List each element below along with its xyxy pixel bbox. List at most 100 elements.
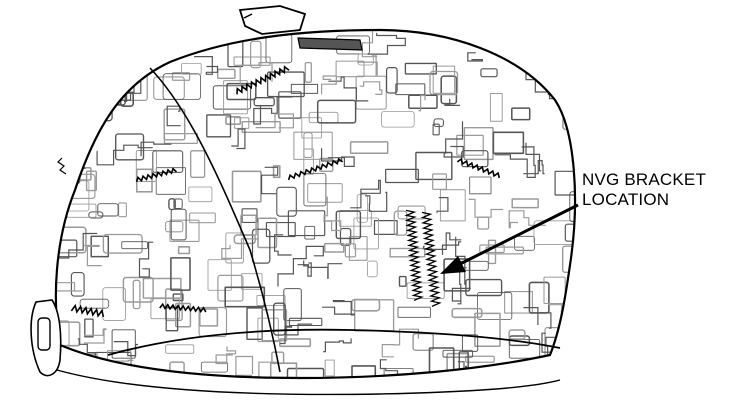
camo-block bbox=[479, 244, 505, 254]
camo-block bbox=[465, 278, 503, 297]
camo-block bbox=[560, 308, 575, 323]
camo-contour bbox=[508, 210, 546, 229]
camo-block bbox=[142, 277, 182, 299]
camo-block bbox=[373, 220, 398, 235]
camo-block bbox=[200, 361, 229, 373]
camo-block bbox=[278, 91, 302, 119]
camo-block bbox=[395, 83, 426, 96]
camo-contour bbox=[467, 52, 483, 62]
camo-block bbox=[283, 288, 302, 322]
camo-block bbox=[568, 349, 575, 378]
camo-block bbox=[168, 198, 176, 211]
camo-contour bbox=[455, 361, 467, 378]
camo-block bbox=[111, 329, 136, 359]
camo-block bbox=[240, 214, 257, 236]
camo-block bbox=[212, 85, 252, 110]
camo-block bbox=[344, 243, 357, 258]
camo-block bbox=[552, 30, 571, 47]
camo-block bbox=[536, 364, 547, 378]
camo-block bbox=[487, 239, 497, 265]
camo-block bbox=[304, 225, 316, 240]
camo-block bbox=[165, 344, 195, 354]
camo-contour bbox=[215, 346, 237, 365]
nvg-bracket-location-label: NVG BRACKET LOCATION bbox=[582, 170, 706, 210]
camo-block bbox=[256, 295, 286, 306]
camo-contour bbox=[451, 287, 471, 302]
camo-contour bbox=[512, 55, 559, 100]
camo-block bbox=[130, 42, 141, 51]
side-strap-loop bbox=[30, 299, 62, 377]
camo-block bbox=[55, 93, 67, 129]
camo-block bbox=[543, 276, 566, 305]
camo-block bbox=[381, 110, 415, 128]
camo-block bbox=[351, 298, 381, 312]
camo-block bbox=[464, 355, 495, 363]
camo-block bbox=[198, 306, 228, 338]
camo-block bbox=[432, 123, 440, 136]
camo-contour bbox=[365, 191, 388, 212]
camo-block bbox=[257, 217, 278, 249]
camo-block bbox=[165, 307, 179, 332]
camo-block bbox=[290, 83, 319, 94]
camo-block bbox=[357, 53, 374, 66]
camo-contour bbox=[55, 76, 85, 111]
camo-block bbox=[304, 61, 312, 83]
camo-block bbox=[456, 134, 484, 156]
camo-block bbox=[135, 150, 157, 182]
camo-contour bbox=[525, 142, 542, 172]
camo-block bbox=[173, 198, 183, 209]
callout-label-line2: LOCATION bbox=[582, 190, 670, 209]
camo-block bbox=[354, 299, 395, 332]
camo-block bbox=[251, 228, 271, 264]
camo-contour bbox=[55, 30, 97, 44]
camo-block bbox=[442, 349, 474, 358]
camo-contour bbox=[303, 260, 312, 277]
camo-contour bbox=[235, 355, 278, 378]
callout-arrow bbox=[440, 203, 579, 274]
callout-label-line1: NVG BRACKET bbox=[582, 170, 707, 189]
camo-block bbox=[170, 257, 191, 291]
camo-contour bbox=[321, 148, 355, 167]
camo-block bbox=[461, 334, 479, 352]
camo-block bbox=[207, 259, 232, 291]
camo-block bbox=[303, 173, 327, 207]
camo-block bbox=[223, 80, 248, 115]
camo-block bbox=[169, 219, 200, 242]
camo-block bbox=[190, 150, 206, 178]
camo-block bbox=[508, 338, 541, 359]
camo-block bbox=[225, 232, 244, 264]
camo-contour bbox=[140, 141, 172, 157]
camo-contour bbox=[443, 121, 464, 158]
camo-block bbox=[165, 220, 184, 233]
camo-block bbox=[272, 302, 286, 336]
camo-block bbox=[102, 233, 143, 254]
camo-block bbox=[163, 132, 198, 145]
camo-block bbox=[477, 216, 490, 230]
camo-block bbox=[224, 286, 266, 308]
camo-block bbox=[408, 94, 438, 109]
camo-block bbox=[216, 68, 236, 80]
camo-block bbox=[92, 60, 111, 80]
camo-block bbox=[489, 93, 503, 122]
nvg-bracket-stitching bbox=[404, 209, 442, 307]
camo-contour bbox=[55, 282, 83, 292]
camo-contour bbox=[96, 144, 153, 166]
camo-block bbox=[531, 30, 559, 41]
camo-block bbox=[169, 361, 185, 378]
camo-contour bbox=[231, 128, 246, 150]
camo-contour bbox=[113, 341, 138, 357]
camo-block bbox=[511, 198, 539, 209]
camo-contour bbox=[239, 62, 273, 86]
cover-seam bbox=[149, 67, 281, 373]
camo-block bbox=[272, 165, 281, 179]
camo-contour bbox=[58, 52, 79, 85]
camo-block bbox=[366, 260, 378, 278]
camo-block bbox=[469, 176, 492, 195]
camo-block bbox=[171, 72, 191, 81]
camo-block bbox=[70, 272, 85, 297]
helmet-outline bbox=[54, 28, 577, 380]
camo-contour bbox=[494, 146, 536, 178]
camo-contour bbox=[381, 328, 419, 358]
camo-block bbox=[351, 365, 377, 378]
